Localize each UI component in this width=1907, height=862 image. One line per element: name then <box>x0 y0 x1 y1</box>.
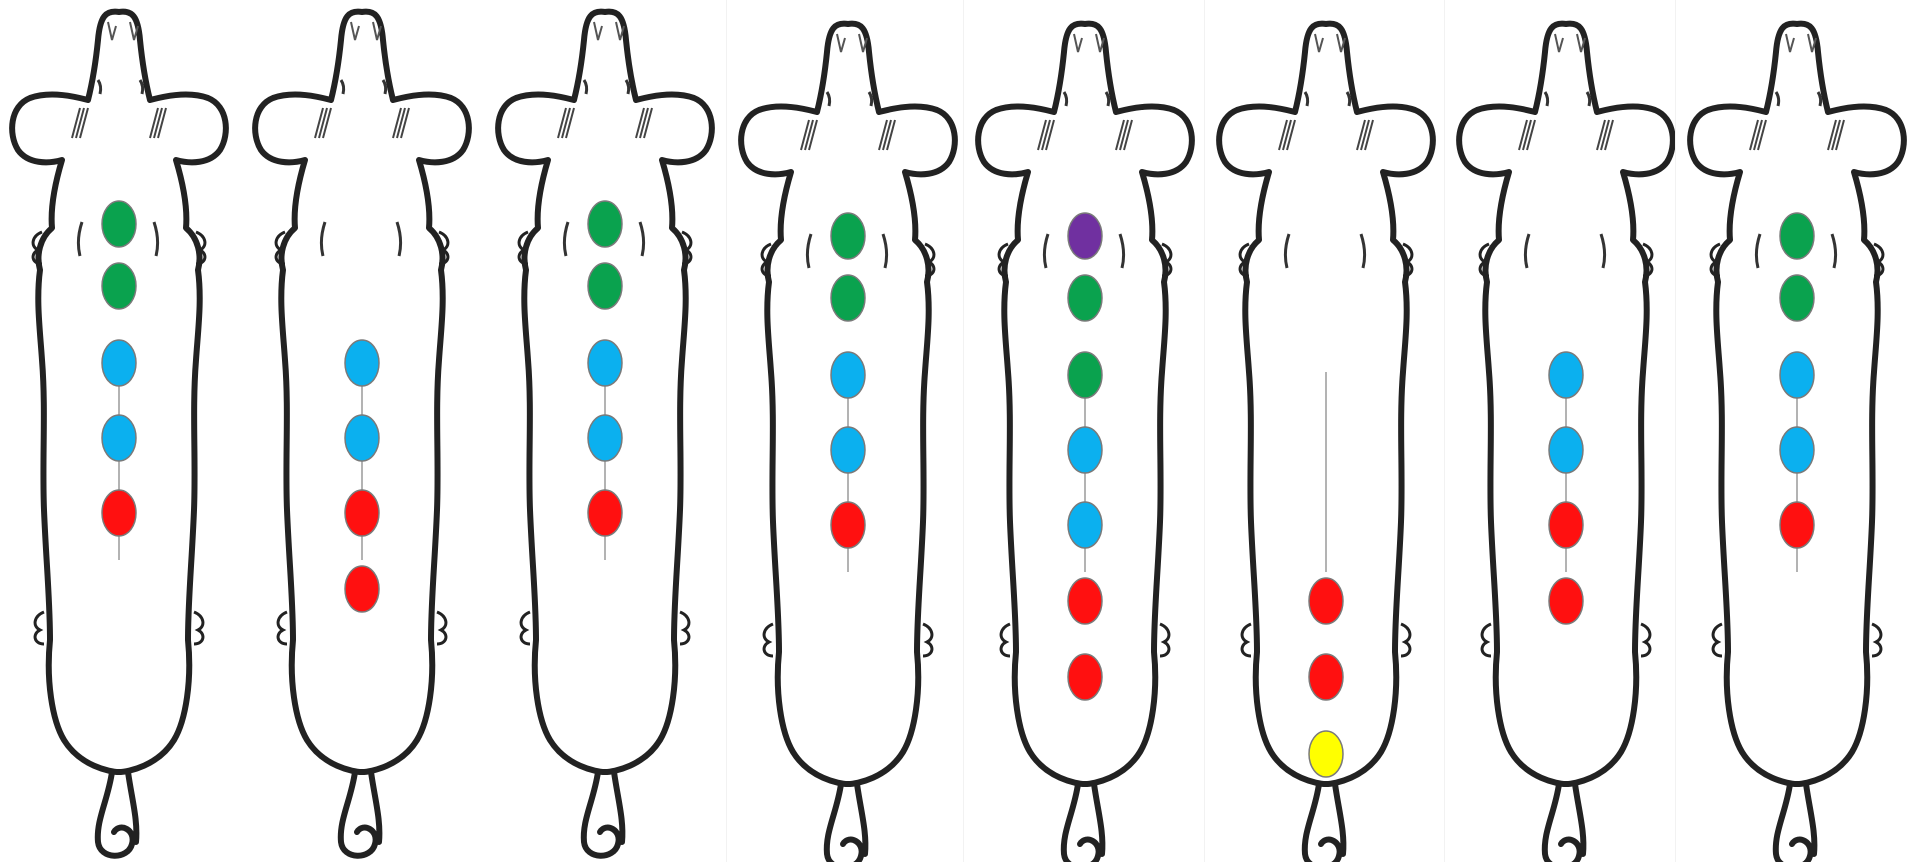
tail <box>1776 784 1815 862</box>
paw-mark <box>680 612 689 644</box>
mouse-panel-2 <box>243 0 481 862</box>
mouse-drawing-2 <box>243 0 481 862</box>
paw-mark <box>1872 624 1881 656</box>
red-spot <box>1549 502 1583 548</box>
green-spot <box>831 213 865 259</box>
yellow-spot <box>1309 731 1343 777</box>
tail <box>584 772 623 856</box>
panel-seam <box>963 0 964 862</box>
mouse-drawing-1 <box>0 0 238 862</box>
panel-seam <box>726 0 727 862</box>
green-spot <box>588 201 622 247</box>
blue-spot <box>102 340 136 386</box>
paw-mark <box>278 612 287 644</box>
blue-spot <box>831 427 865 473</box>
red-spot <box>1309 578 1343 624</box>
mouse-drawing-6 <box>1207 12 1445 862</box>
tail <box>1305 784 1344 862</box>
tail <box>341 772 380 856</box>
purple-spot <box>1068 213 1102 259</box>
blue-spot <box>1780 427 1814 473</box>
paw-mark <box>1401 624 1410 656</box>
blue-spot <box>345 340 379 386</box>
mouse-drawing-7 <box>1447 12 1685 862</box>
paw-mark <box>521 612 530 644</box>
blue-spot <box>831 352 865 398</box>
red-spot <box>1068 578 1102 624</box>
mouse-drawing-5 <box>966 12 1204 862</box>
paw-mark <box>1482 624 1491 656</box>
blue-spot <box>1068 502 1102 548</box>
panel-seam <box>1675 0 1676 862</box>
tail <box>1064 784 1103 862</box>
mouse-drawing-3 <box>486 0 724 862</box>
tail <box>98 772 137 856</box>
mouse-panel-5 <box>966 12 1204 862</box>
green-spot <box>102 263 136 309</box>
red-spot <box>588 490 622 536</box>
mouse-panel-1 <box>0 0 238 862</box>
paw-mark <box>764 624 773 656</box>
mouse-drawing-8 <box>1678 12 1907 862</box>
red-spot <box>345 490 379 536</box>
paw-mark <box>923 624 932 656</box>
mouse-panel-6 <box>1207 12 1445 862</box>
red-spot <box>345 566 379 612</box>
paw-mark <box>194 612 203 644</box>
red-spot <box>1780 502 1814 548</box>
blue-spot <box>102 415 136 461</box>
red-spot <box>1068 654 1102 700</box>
blue-spot <box>1549 427 1583 473</box>
green-spot <box>831 275 865 321</box>
panel-seam <box>1204 0 1205 862</box>
paw-mark <box>437 612 446 644</box>
panel-seam <box>1444 0 1445 862</box>
green-spot <box>1068 352 1102 398</box>
mouse-panel-8 <box>1678 12 1907 862</box>
blue-spot <box>1780 352 1814 398</box>
blue-spot <box>1549 352 1583 398</box>
mouse-panel-4 <box>729 12 967 862</box>
blue-spot <box>1068 427 1102 473</box>
blue-spot <box>588 415 622 461</box>
red-spot <box>102 490 136 536</box>
tail <box>827 784 866 862</box>
paw-mark <box>1001 624 1010 656</box>
red-spot <box>1309 654 1343 700</box>
blue-spot <box>345 415 379 461</box>
green-spot <box>102 201 136 247</box>
paw-mark <box>1641 624 1650 656</box>
paw-mark <box>1160 624 1169 656</box>
paw-mark <box>1713 624 1722 656</box>
paw-mark <box>35 612 44 644</box>
paw-mark <box>1242 624 1251 656</box>
mouse-drawing-4 <box>729 12 967 862</box>
green-spot <box>1068 275 1102 321</box>
red-spot <box>831 502 865 548</box>
blue-spot <box>588 340 622 386</box>
green-spot <box>588 263 622 309</box>
mouse-panel-3 <box>486 0 724 862</box>
tail <box>1545 784 1584 862</box>
green-spot <box>1780 213 1814 259</box>
green-spot <box>1780 275 1814 321</box>
red-spot <box>1549 578 1583 624</box>
mouse-panel-7 <box>1447 12 1685 862</box>
